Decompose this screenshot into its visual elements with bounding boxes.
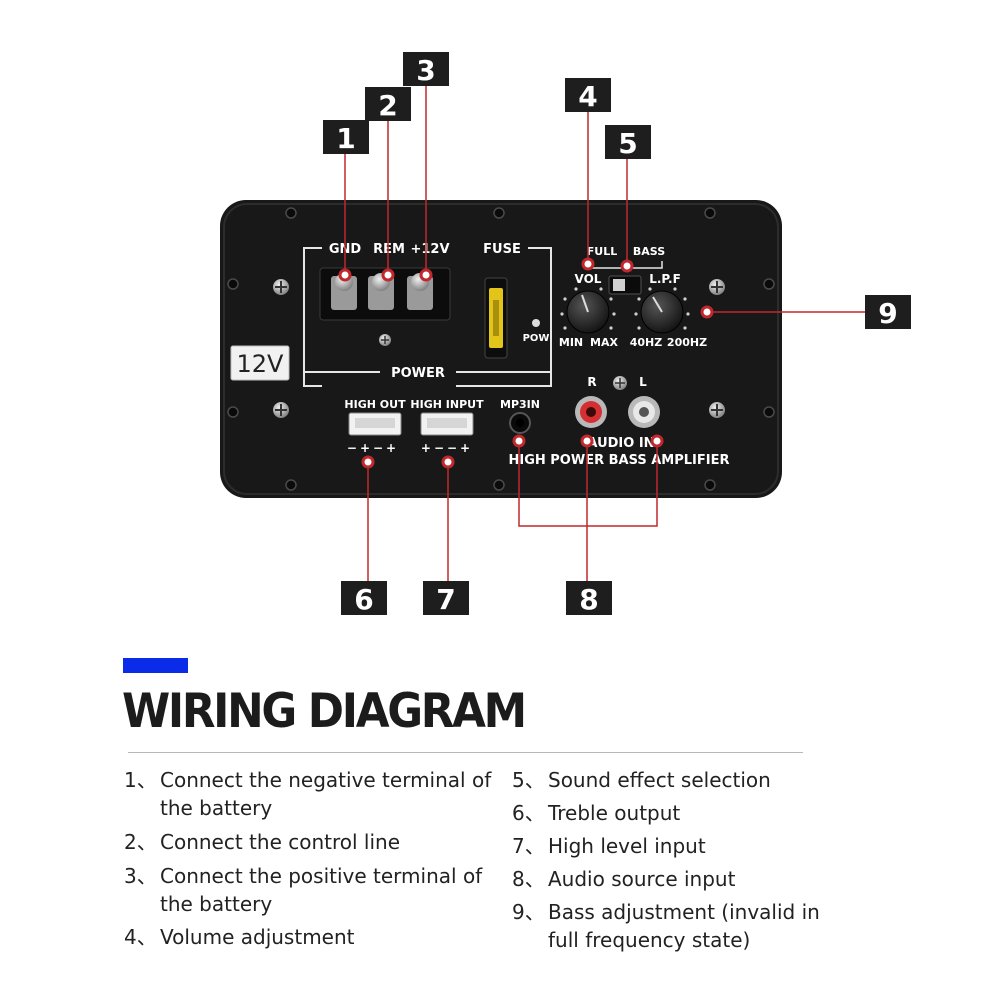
callout-2-number: 2 (378, 89, 397, 122)
lpf-label: L.P.F (649, 272, 681, 286)
high-out-pins: −+−+ (347, 441, 399, 455)
high-input-pins: +−−+ (421, 441, 473, 455)
lpf-scale-dots (634, 287, 690, 330)
callout-5: 5 (605, 125, 651, 160)
vol-scale-dots (560, 287, 616, 330)
section-divider (128, 752, 803, 753)
legend-item-text: Connect the negative terminal of the bat… (160, 768, 492, 820)
section-accent-bar (123, 658, 188, 673)
legend-item-number: 2、 (124, 830, 157, 854)
rca-label-l: L (639, 375, 647, 389)
legend-item-text: Bass adjustment (invalid in full frequen… (548, 900, 820, 952)
legend-item-8: 8、 Audio source input (512, 865, 842, 893)
callout-5-number: 5 (618, 127, 637, 160)
volume-knob[interactable] (566, 290, 610, 334)
callout-6-number: 6 (354, 583, 373, 616)
legend-item-text: Treble output (548, 801, 681, 825)
callout-8-number: 8 (579, 583, 598, 616)
voltage-badge: 12V (230, 345, 290, 381)
legend-item-number: 3、 (124, 864, 157, 888)
power-label: POWER (391, 366, 445, 381)
callout-4-number: 4 (578, 80, 597, 113)
callout-9: 9 (865, 295, 911, 330)
callout-3-number: 3 (416, 54, 435, 87)
callout-2: 2 (365, 87, 411, 122)
legend-item-3: 3、 Connect the positive terminal of the … (124, 862, 494, 918)
lpf-min-label: 40HZ (630, 336, 663, 349)
legend-item-number: 9、 (512, 900, 545, 924)
switch-label-full: FULL (587, 245, 617, 258)
legend-item-text: High level input (548, 834, 706, 858)
lpf-knob[interactable] (640, 290, 684, 334)
legend-item-6: 6、 Treble output (512, 799, 842, 827)
audio-in-label: AUDIO IN (587, 436, 654, 451)
power-terminal-block (319, 267, 451, 321)
callout-7: 7 (423, 581, 469, 616)
mp3-jack[interactable] (509, 412, 531, 434)
callout-1-number: 1 (336, 122, 355, 155)
section-title: WIRING DIAGRAM (122, 684, 527, 739)
high-out-connector[interactable] (348, 412, 402, 436)
panel-edge (223, 203, 779, 495)
mp3-label: MP3IN (500, 398, 540, 411)
legend-item-number: 8、 (512, 867, 545, 891)
legend-item-text: Connect the control line (160, 830, 401, 854)
panel-screws (273, 279, 725, 418)
legend-item-5: 5、 Sound effect selection (512, 766, 842, 794)
high-input-label: HIGH INPUT (410, 398, 484, 411)
legend-item-7: 7、 High level input (512, 832, 842, 860)
legend-item-text: Sound effect selection (548, 768, 771, 792)
legend-item-1: 1、 Connect the negative terminal of the … (124, 766, 494, 822)
callout-9-number: 9 (878, 297, 897, 330)
sound-effect-switch[interactable] (608, 275, 642, 295)
callout-6: 6 (341, 581, 387, 616)
legend-item-9: 9、 Bass adjustment (invalid in full freq… (512, 898, 842, 954)
legend-item-text: Volume adjustment (160, 925, 355, 949)
terminal-label-12v: +12V (410, 242, 449, 257)
terminal-label-rem: REM (373, 242, 405, 257)
high-out-label: HIGH OUT (344, 398, 406, 411)
rca-label-r: R (587, 375, 596, 389)
lpf-max-label: 200HZ (667, 336, 707, 349)
legend-item-2: 2、 Connect the control line (124, 828, 494, 856)
vol-max-label: MAX (590, 336, 618, 349)
mounting-holes (227, 207, 775, 491)
switch-label-bass: BASS (633, 245, 665, 258)
legend-item-number: 1、 (124, 768, 157, 792)
power-box-frame (303, 247, 552, 387)
legend-item-number: 6、 (512, 801, 545, 825)
legend-left-column: 1、 Connect the negative terminal of the … (124, 766, 494, 951)
amplifier-wiring-diagram: GND REM +12V FUSE POWER POW 12V FULL B (220, 52, 911, 616)
legend-item-4: 4、 Volume adjustment (124, 923, 494, 951)
legend-right-column: 5、 Sound effect selection 6、 Treble outp… (512, 766, 842, 959)
rca-jack-right[interactable] (575, 396, 607, 428)
leader-lines (344, 84, 866, 582)
vol-min-label: MIN (559, 336, 583, 349)
product-label: HIGH POWER BASS AMPLIFIER (508, 453, 729, 468)
rca-jack-left[interactable] (628, 396, 660, 428)
legend-item-number: 7、 (512, 834, 545, 858)
vol-label: VOL (575, 272, 602, 286)
fuse (484, 277, 508, 359)
legend-item-number: 4、 (124, 925, 157, 949)
fuse-label: FUSE (483, 242, 521, 257)
legend-item-number: 5、 (512, 768, 545, 792)
callout-7-number: 7 (436, 583, 455, 616)
power-led: POW (523, 319, 550, 344)
callout-1: 1 (323, 120, 369, 155)
callout-8: 8 (566, 581, 612, 616)
voltage-badge-text: 12V (237, 350, 285, 378)
high-input-connector[interactable] (420, 412, 474, 436)
callout-3: 3 (403, 52, 449, 87)
legend-item-text: Audio source input (548, 867, 736, 891)
callout-4: 4 (565, 78, 611, 113)
pow-led-label: POW (523, 333, 550, 344)
legend-item-text: Connect the positive terminal of the bat… (160, 864, 483, 916)
leader-markers (338, 257, 714, 469)
